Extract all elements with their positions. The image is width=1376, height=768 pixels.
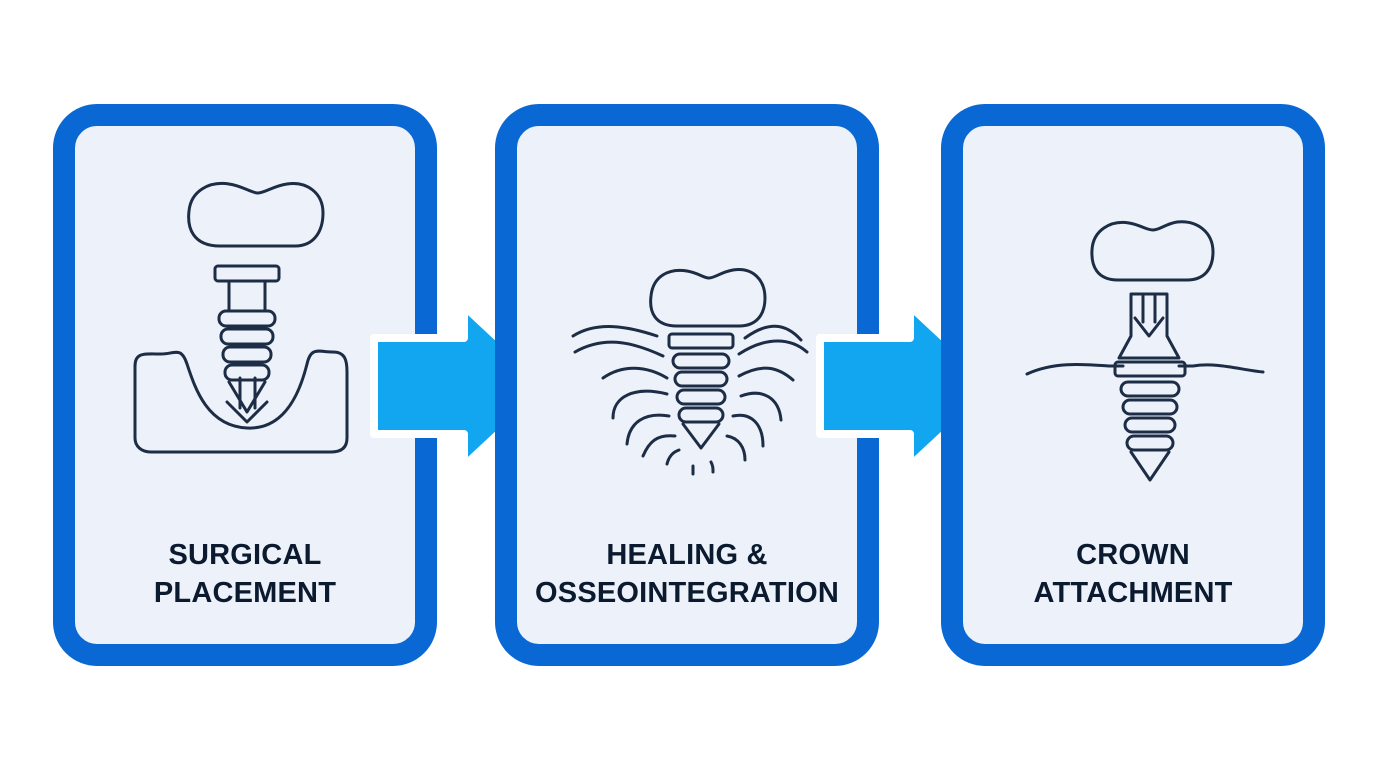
step-label: HEALING & OSSEOINTEGRATION <box>517 536 857 612</box>
step-panel-crown-attachment: CROWN ATTACHMENT <box>941 104 1325 666</box>
step-label-line-1: SURGICAL <box>168 539 322 571</box>
step-label-line-1: CROWN <box>1076 539 1190 571</box>
step-label-line-2: OSSEOINTEGRATION <box>535 577 839 609</box>
implant-healing-icon <box>571 268 809 476</box>
step-label: SURGICAL PLACEMENT <box>75 536 415 612</box>
step-label-line-2: PLACEMENT <box>153 577 337 609</box>
crown-attachment-icon <box>1025 220 1265 482</box>
step-label: CROWN ATTACHMENT <box>963 536 1303 612</box>
step-label-line-2: ATTACHMENT <box>1033 577 1233 609</box>
implant-placement-icon <box>133 181 349 454</box>
step-label-line-1: HEALING & <box>606 539 768 571</box>
